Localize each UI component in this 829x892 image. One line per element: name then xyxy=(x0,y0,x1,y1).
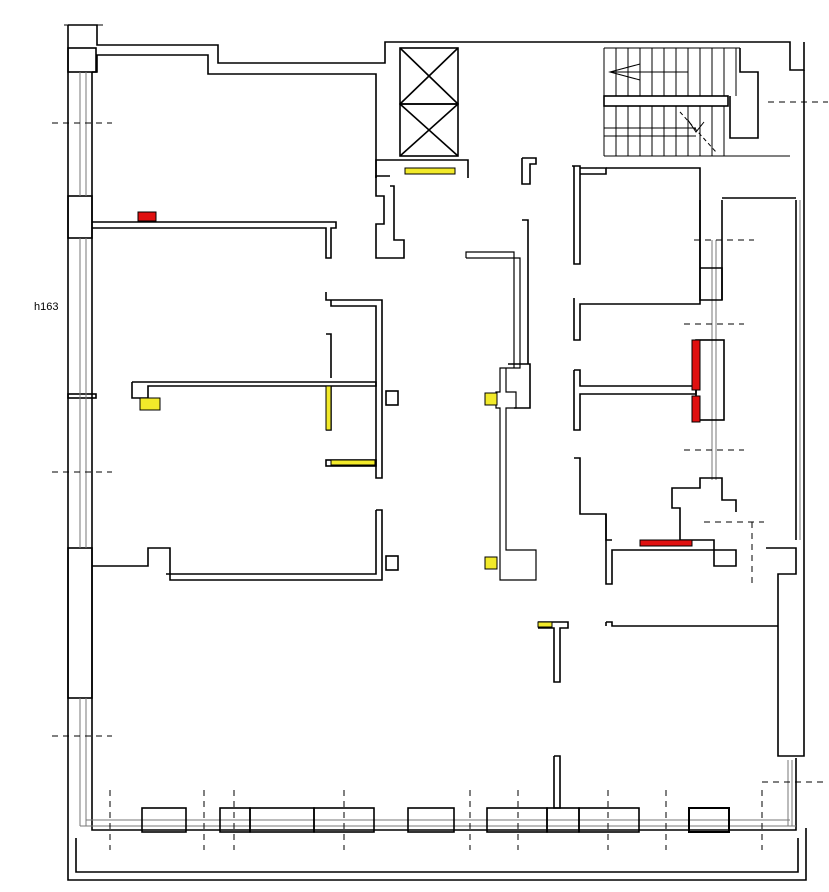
exterior-wall xyxy=(67,24,807,881)
marker-corridor xyxy=(537,621,553,628)
fire-extinguisher-2 xyxy=(639,539,693,547)
right-office-walls xyxy=(572,165,805,757)
fire-hose-cabinet-2 xyxy=(691,395,701,423)
fire-extinguisher-1 xyxy=(137,211,157,222)
marker-partition-2 xyxy=(330,459,376,466)
marker-partition-1 xyxy=(325,385,332,431)
elevator-shafts xyxy=(375,47,469,178)
marker-column-2 xyxy=(484,556,498,570)
bottom-window-frames xyxy=(141,807,730,833)
fire-equipment-markers xyxy=(137,211,701,547)
window-lines xyxy=(79,72,801,827)
staircase xyxy=(603,47,790,157)
dashed-section-lines xyxy=(52,24,828,850)
marker-elevator-lobby xyxy=(404,167,456,175)
yellow-markers xyxy=(139,167,553,628)
side-label: h163 xyxy=(34,301,58,313)
core-walls xyxy=(375,157,537,581)
left-office-walls xyxy=(92,221,399,581)
lower-walls xyxy=(538,621,569,809)
fire-hose-cabinet-1 xyxy=(691,339,701,391)
marker-left-office xyxy=(139,397,161,411)
marker-column-1 xyxy=(484,392,498,406)
